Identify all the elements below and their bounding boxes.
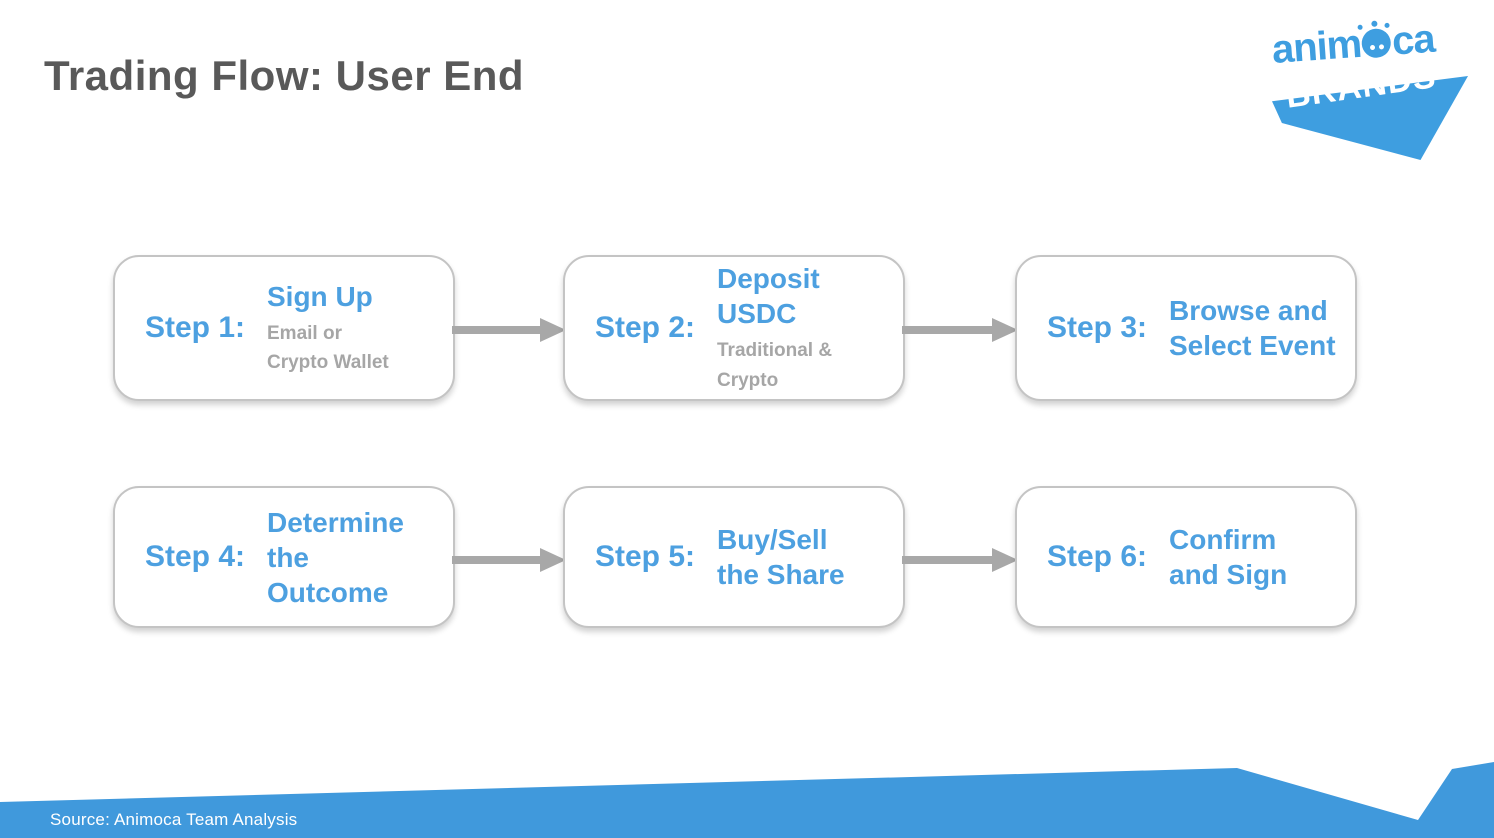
step-3-label: Step 3: <box>1047 311 1148 344</box>
step-3-box: Step 3: Browse and Select Event <box>1015 255 1357 401</box>
step-6-label: Step 6: <box>1047 540 1148 573</box>
arrow-right-icon <box>902 318 1018 342</box>
page-title: Trading Flow: User End <box>44 52 525 99</box>
step-1-title: Sign Up <box>267 280 373 312</box>
step-6-box: Step 6: Confirm and Sign <box>1015 486 1357 628</box>
step-4-box: Step 4: Determine the Outcome <box>113 486 455 628</box>
step-4-label: Step 4: <box>145 540 246 573</box>
step-1-label: Step 1: <box>145 311 246 344</box>
step-2-title: Deposit USDC <box>717 263 820 330</box>
step-1-subtitle: Email or Crypto Wallet <box>267 322 389 373</box>
logo-text-anim: anim <box>1270 21 1363 72</box>
arrow-right-icon <box>452 548 566 572</box>
step-4-title: Determine the Outcome <box>267 506 404 608</box>
step-5-box: Step 5: Buy/Sell the Share <box>563 486 905 628</box>
logo-text-ca: ca <box>1390 16 1436 64</box>
arrow-right-icon <box>452 318 566 342</box>
step-3-title: Browse and Select Event <box>1169 295 1336 361</box>
step-2-subtitle: Traditional & Crypto <box>717 340 833 391</box>
step-2-label: Step 2: <box>595 311 696 344</box>
step-5-label: Step 5: <box>595 540 696 573</box>
step-1-box: Step 1: Sign Up Email or Crypto Wallet <box>113 255 455 401</box>
arrow-right-icon <box>902 548 1018 572</box>
step-2-box: Step 2: Deposit USDC Traditional & Crypt… <box>563 255 905 401</box>
step-6-title: Confirm and Sign <box>1169 524 1288 590</box>
planet-face-icon <box>1357 20 1393 59</box>
step-5-title: Buy/Sell the Share <box>717 524 845 590</box>
source-note: Source: Animoca Team Analysis <box>50 810 298 829</box>
